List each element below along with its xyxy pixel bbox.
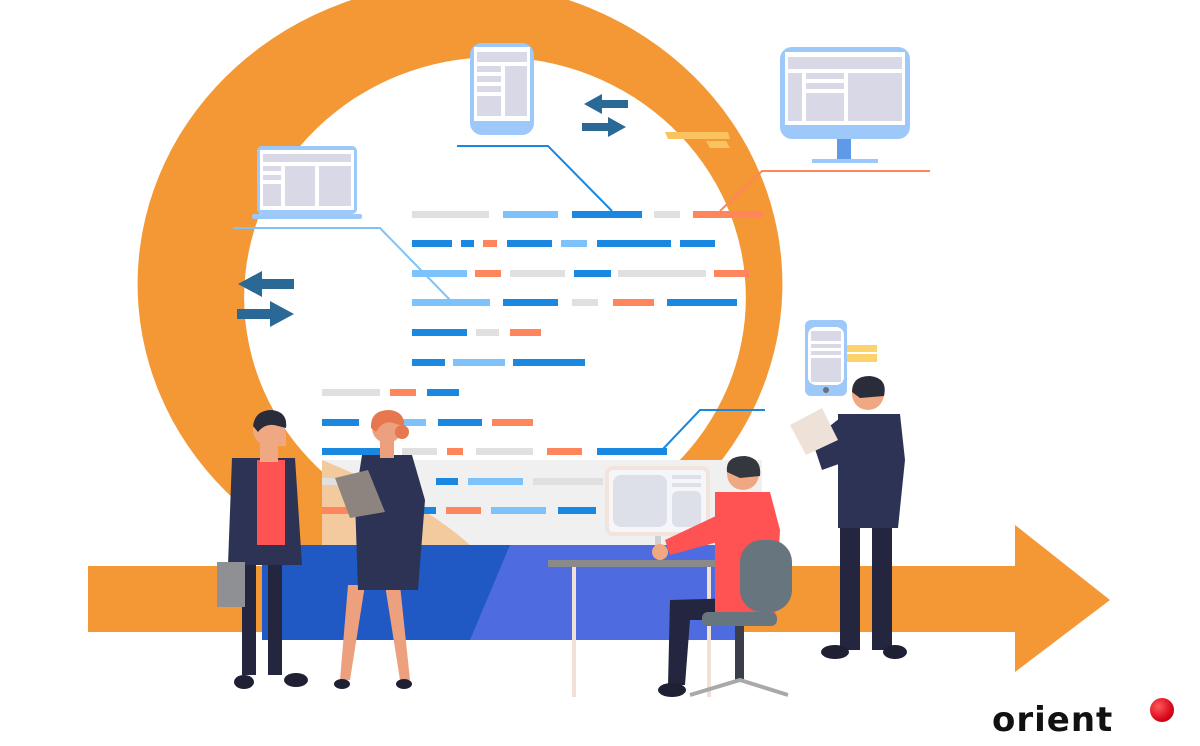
brand-logo: orient <box>992 698 1174 740</box>
smartphone-icon <box>805 320 847 396</box>
decor-stripe <box>706 141 730 148</box>
person-woman-with-tablet <box>334 410 425 689</box>
brand-logo-text: orient <box>992 700 1114 740</box>
connector-lines <box>233 145 930 451</box>
sync-arrows-icon <box>237 94 628 327</box>
decor-stripe <box>845 345 877 352</box>
laptop-icon <box>252 146 362 219</box>
tablet-icon <box>470 43 534 135</box>
code-lines <box>322 211 763 514</box>
cycle-ring <box>137 0 783 586</box>
brand-logo-dot-icon <box>1150 698 1174 722</box>
decor-stripe <box>845 354 877 362</box>
person-man-at-desk <box>652 456 792 697</box>
desk <box>548 466 718 697</box>
decor-stripe <box>665 132 730 139</box>
decor-dash <box>405 98 437 105</box>
person-man-with-briefcase <box>217 410 308 689</box>
person-man-with-clipboard <box>790 376 907 659</box>
desktop-monitor-icon <box>780 47 910 163</box>
